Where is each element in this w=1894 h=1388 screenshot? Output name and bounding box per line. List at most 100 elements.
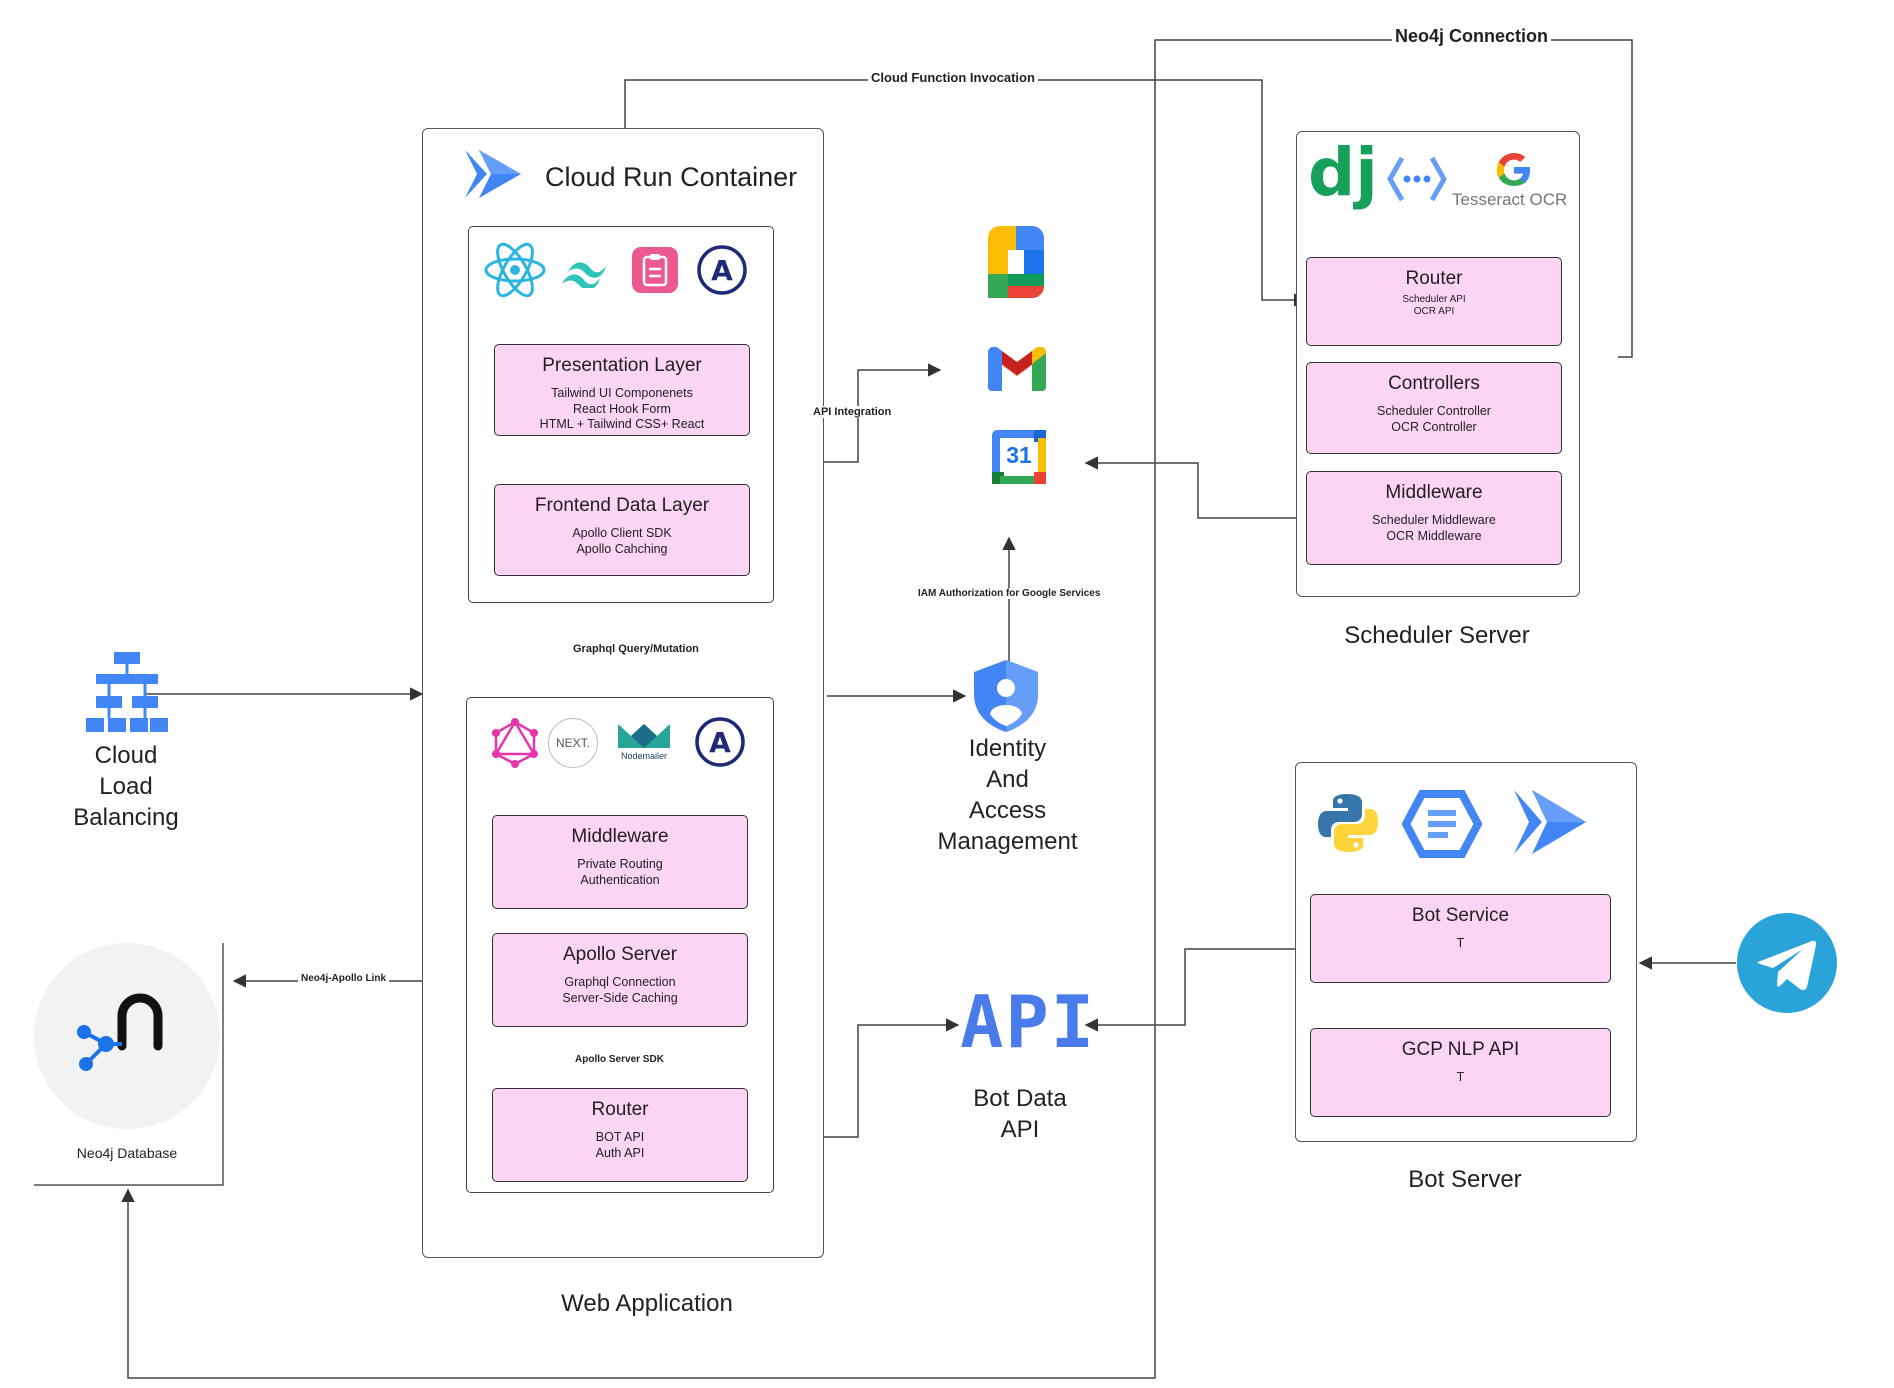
react-icon <box>484 242 546 303</box>
web-router-title: Router <box>591 1099 649 1120</box>
apollo-server-details: Graphql Connection Server-Side Caching <box>493 975 747 1006</box>
iam-label: Identity And Access Management <box>920 733 1095 857</box>
scheduler-server-caption: Scheduler Server <box>1344 622 1530 649</box>
web-middleware-line-1: Private Routing <box>577 857 663 871</box>
web-middleware-line-2: Authentication <box>580 872 660 887</box>
cloud-run-title: Cloud Run Container <box>545 162 798 192</box>
iam-line-1: Identity <box>968 735 1047 762</box>
scheduler-router-details: Scheduler API OCR API <box>1307 294 1561 318</box>
presentation-line-2: React Hook Form <box>573 401 671 416</box>
scheduler-to-calendar-line <box>1084 456 1308 519</box>
apollo-sdk-label: Apollo Server SDK <box>572 1054 667 1065</box>
apollo-server-line-1: Graphql Connection <box>564 975 676 989</box>
apollo-client-icon: A <box>696 244 748 301</box>
neo4j-logo-bg <box>34 943 220 1129</box>
lb-line-1: Cloud <box>94 742 158 769</box>
iam-line-3: Access <box>968 797 1047 824</box>
bot-data-api-label: Bot Data API <box>940 1083 1100 1145</box>
neo4j-apollo-label: Neo4j-Apollo Link <box>298 973 389 984</box>
nodemailer-label: Nodemailer <box>620 751 668 761</box>
apollo-server-title: Apollo Server <box>562 944 678 965</box>
lb-line-3: Balancing <box>73 804 179 831</box>
bot-service-box: Bot Service T <box>1310 894 1611 983</box>
scheduler-controllers-line-2: OCR Controller <box>1391 419 1477 434</box>
lb-line-2: Load <box>99 773 153 800</box>
scheduler-middleware-line-1: Scheduler Middleware <box>1372 513 1496 527</box>
cloud-run-icon <box>465 150 521 203</box>
neo4j-database-label: Neo4j Database <box>76 1145 178 1161</box>
botserver-to-botapi-line <box>1084 948 1295 1032</box>
nextjs-icon: NEXT. <box>548 718 598 768</box>
frontend-data-layer-details: Apollo Client SDK Apollo Cahching <box>495 526 749 557</box>
scheduler-controllers-title: Controllers <box>1388 373 1480 394</box>
apollo-server-box: Apollo Server Graphql Connection Server-… <box>492 933 748 1027</box>
gcp-nlp-box: GCP NLP API T <box>1310 1028 1611 1117</box>
load-balancer-icon <box>86 652 168 737</box>
python-icon <box>1318 792 1378 859</box>
bot-service-title: Bot Service <box>1411 905 1510 926</box>
cloud-function-label: Cloud Function Invocation <box>868 70 1038 85</box>
bot-service-sub: T <box>1456 936 1465 950</box>
web-middleware-title: Middleware <box>571 826 669 847</box>
google-calendar-icon: 31 <box>992 430 1046 484</box>
frontend-data-layer-title: Frontend Data Layer <box>534 495 710 516</box>
telegram-icon <box>1736 912 1838 1019</box>
iam-auth-label: IAM Authorization for Google Services <box>915 588 1104 599</box>
cloud-function-line <box>624 79 1308 307</box>
gmail-icon <box>987 346 1047 396</box>
frontend-data-line-2: Apollo Cahching <box>576 541 668 556</box>
scheduler-controllers-details: Scheduler Controller OCR Controller <box>1307 404 1561 435</box>
neo4j-connection-label: Neo4j Connection <box>1392 26 1552 47</box>
load-balancer-label: Cloud Load Balancing <box>56 740 196 833</box>
frontend-data-layer-box: Frontend Data Layer Apollo Client SDK Ap… <box>494 484 750 576</box>
tesseract-label: Tesseract OCR <box>1452 190 1568 209</box>
natural-language-icon <box>1401 788 1483 865</box>
svg-text:A: A <box>709 726 731 759</box>
bot-cloud-run-icon <box>1514 790 1586 859</box>
svg-text:A: A <box>711 254 733 287</box>
scheduler-controllers-box: Controllers Scheduler Controller OCR Con… <box>1306 362 1562 454</box>
presentation-layer-title: Presentation Layer <box>542 355 702 376</box>
web-router-box: Router BOT API Auth API <box>492 1088 748 1182</box>
scheduler-router-title: Router <box>1405 268 1463 289</box>
scheduler-router-line-2: OCR API <box>1413 306 1455 317</box>
iam-line-2: And <box>986 766 1029 793</box>
scheduler-middleware-title: Middleware <box>1385 482 1483 503</box>
web-router-details: BOT API Auth API <box>493 1130 747 1161</box>
bot-api-line-1: Bot Data <box>973 1085 1067 1112</box>
scheduler-middleware-details: Scheduler Middleware OCR Middleware <box>1307 513 1561 544</box>
presentation-line-3: HTML + Tailwind CSS+ React <box>539 417 705 431</box>
bot-server-caption: Bot Server <box>1408 1166 1522 1193</box>
scheduler-middleware-line-2: OCR Middleware <box>1386 528 1482 543</box>
web-router-line-2: Auth API <box>595 1145 645 1160</box>
tailwind-icon <box>562 258 614 293</box>
iam-line-4: Management <box>937 828 1078 855</box>
gcp-nlp-sub: T <box>1456 1070 1465 1084</box>
web-middleware-box: Middleware Private Routing Authenticatio… <box>492 815 748 909</box>
django-icon: dj <box>1308 134 1378 211</box>
frontend-data-line-1: Apollo Client SDK <box>572 526 672 540</box>
presentation-layer-box: Presentation Layer Tailwind UI Componene… <box>494 344 750 436</box>
bot-api-line-2: API <box>1000 1116 1040 1143</box>
scheduler-controllers-line-1: Scheduler Controller <box>1377 404 1491 418</box>
neo4j-icon <box>74 990 166 1081</box>
presentation-layer-details: Tailwind UI Componenets React Hook Form … <box>495 386 749 433</box>
graphql-label: Graphql Query/Mutation <box>570 643 702 655</box>
google-docs-icon <box>988 226 1044 303</box>
iam-shield-icon <box>974 660 1038 737</box>
graphql-icon <box>492 718 538 773</box>
api-icon: API <box>960 980 1097 1064</box>
apollo-server-icon: A <box>694 716 746 773</box>
web-middleware-details: Private Routing Authentication <box>493 857 747 888</box>
scheduler-router-line-1: Scheduler API <box>1402 294 1466 305</box>
calendar-day: 31 <box>1006 442 1032 468</box>
gcp-nlp-title: GCP NLP API <box>1401 1039 1520 1060</box>
google-g-icon <box>1496 152 1532 193</box>
neo4j-connection-line <box>121 39 1633 1379</box>
api-integration-label: API Integration <box>810 406 895 418</box>
scheduler-middleware-box: Middleware Scheduler Middleware OCR Midd… <box>1306 471 1562 565</box>
nodemailer-icon: Nodemailer <box>618 722 670 761</box>
web-router-line-1: BOT API <box>595 1130 645 1144</box>
db-frame-right <box>34 943 224 1186</box>
scheduler-router-box: Router Scheduler API OCR API <box>1306 257 1562 346</box>
